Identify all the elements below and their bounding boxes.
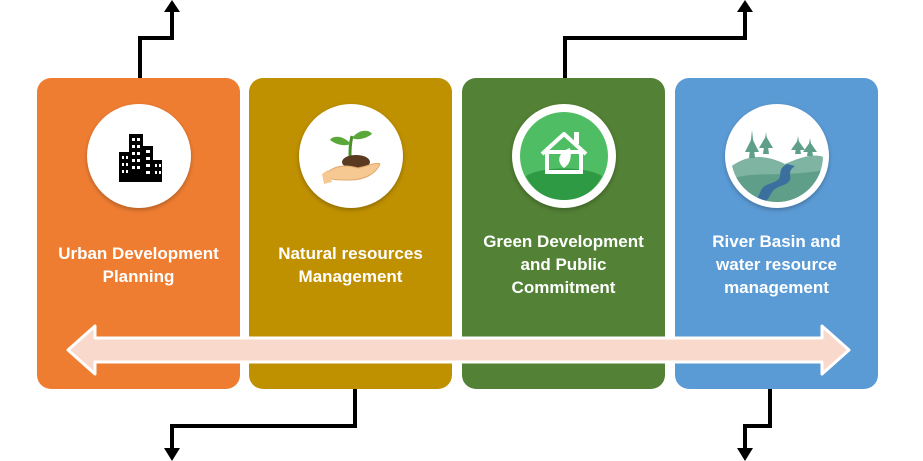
green-house-icon xyxy=(511,104,616,208)
connector-down-arrow-2 xyxy=(743,389,772,454)
buildings-icon xyxy=(86,104,191,208)
arrowhead-down-2 xyxy=(737,448,753,461)
connector-down-arrow-1 xyxy=(170,389,357,454)
connector-up-arrow-1 xyxy=(138,8,174,78)
card-title: River Basin and water resource managemen… xyxy=(712,232,841,297)
arrowhead-down-1 xyxy=(164,448,180,461)
card-title: Green Development and Public Commitment xyxy=(483,232,644,297)
connector-up-arrow-2 xyxy=(563,8,747,78)
card-title: Natural resources Management xyxy=(278,244,423,286)
arrowhead-up-1 xyxy=(164,0,180,12)
card-title: Urban Development Planning xyxy=(58,244,219,286)
arrowhead-up-2 xyxy=(737,0,753,12)
river-landscape-icon xyxy=(724,104,829,208)
seedling-in-hand-icon xyxy=(298,104,403,208)
double-arrow xyxy=(66,324,851,376)
